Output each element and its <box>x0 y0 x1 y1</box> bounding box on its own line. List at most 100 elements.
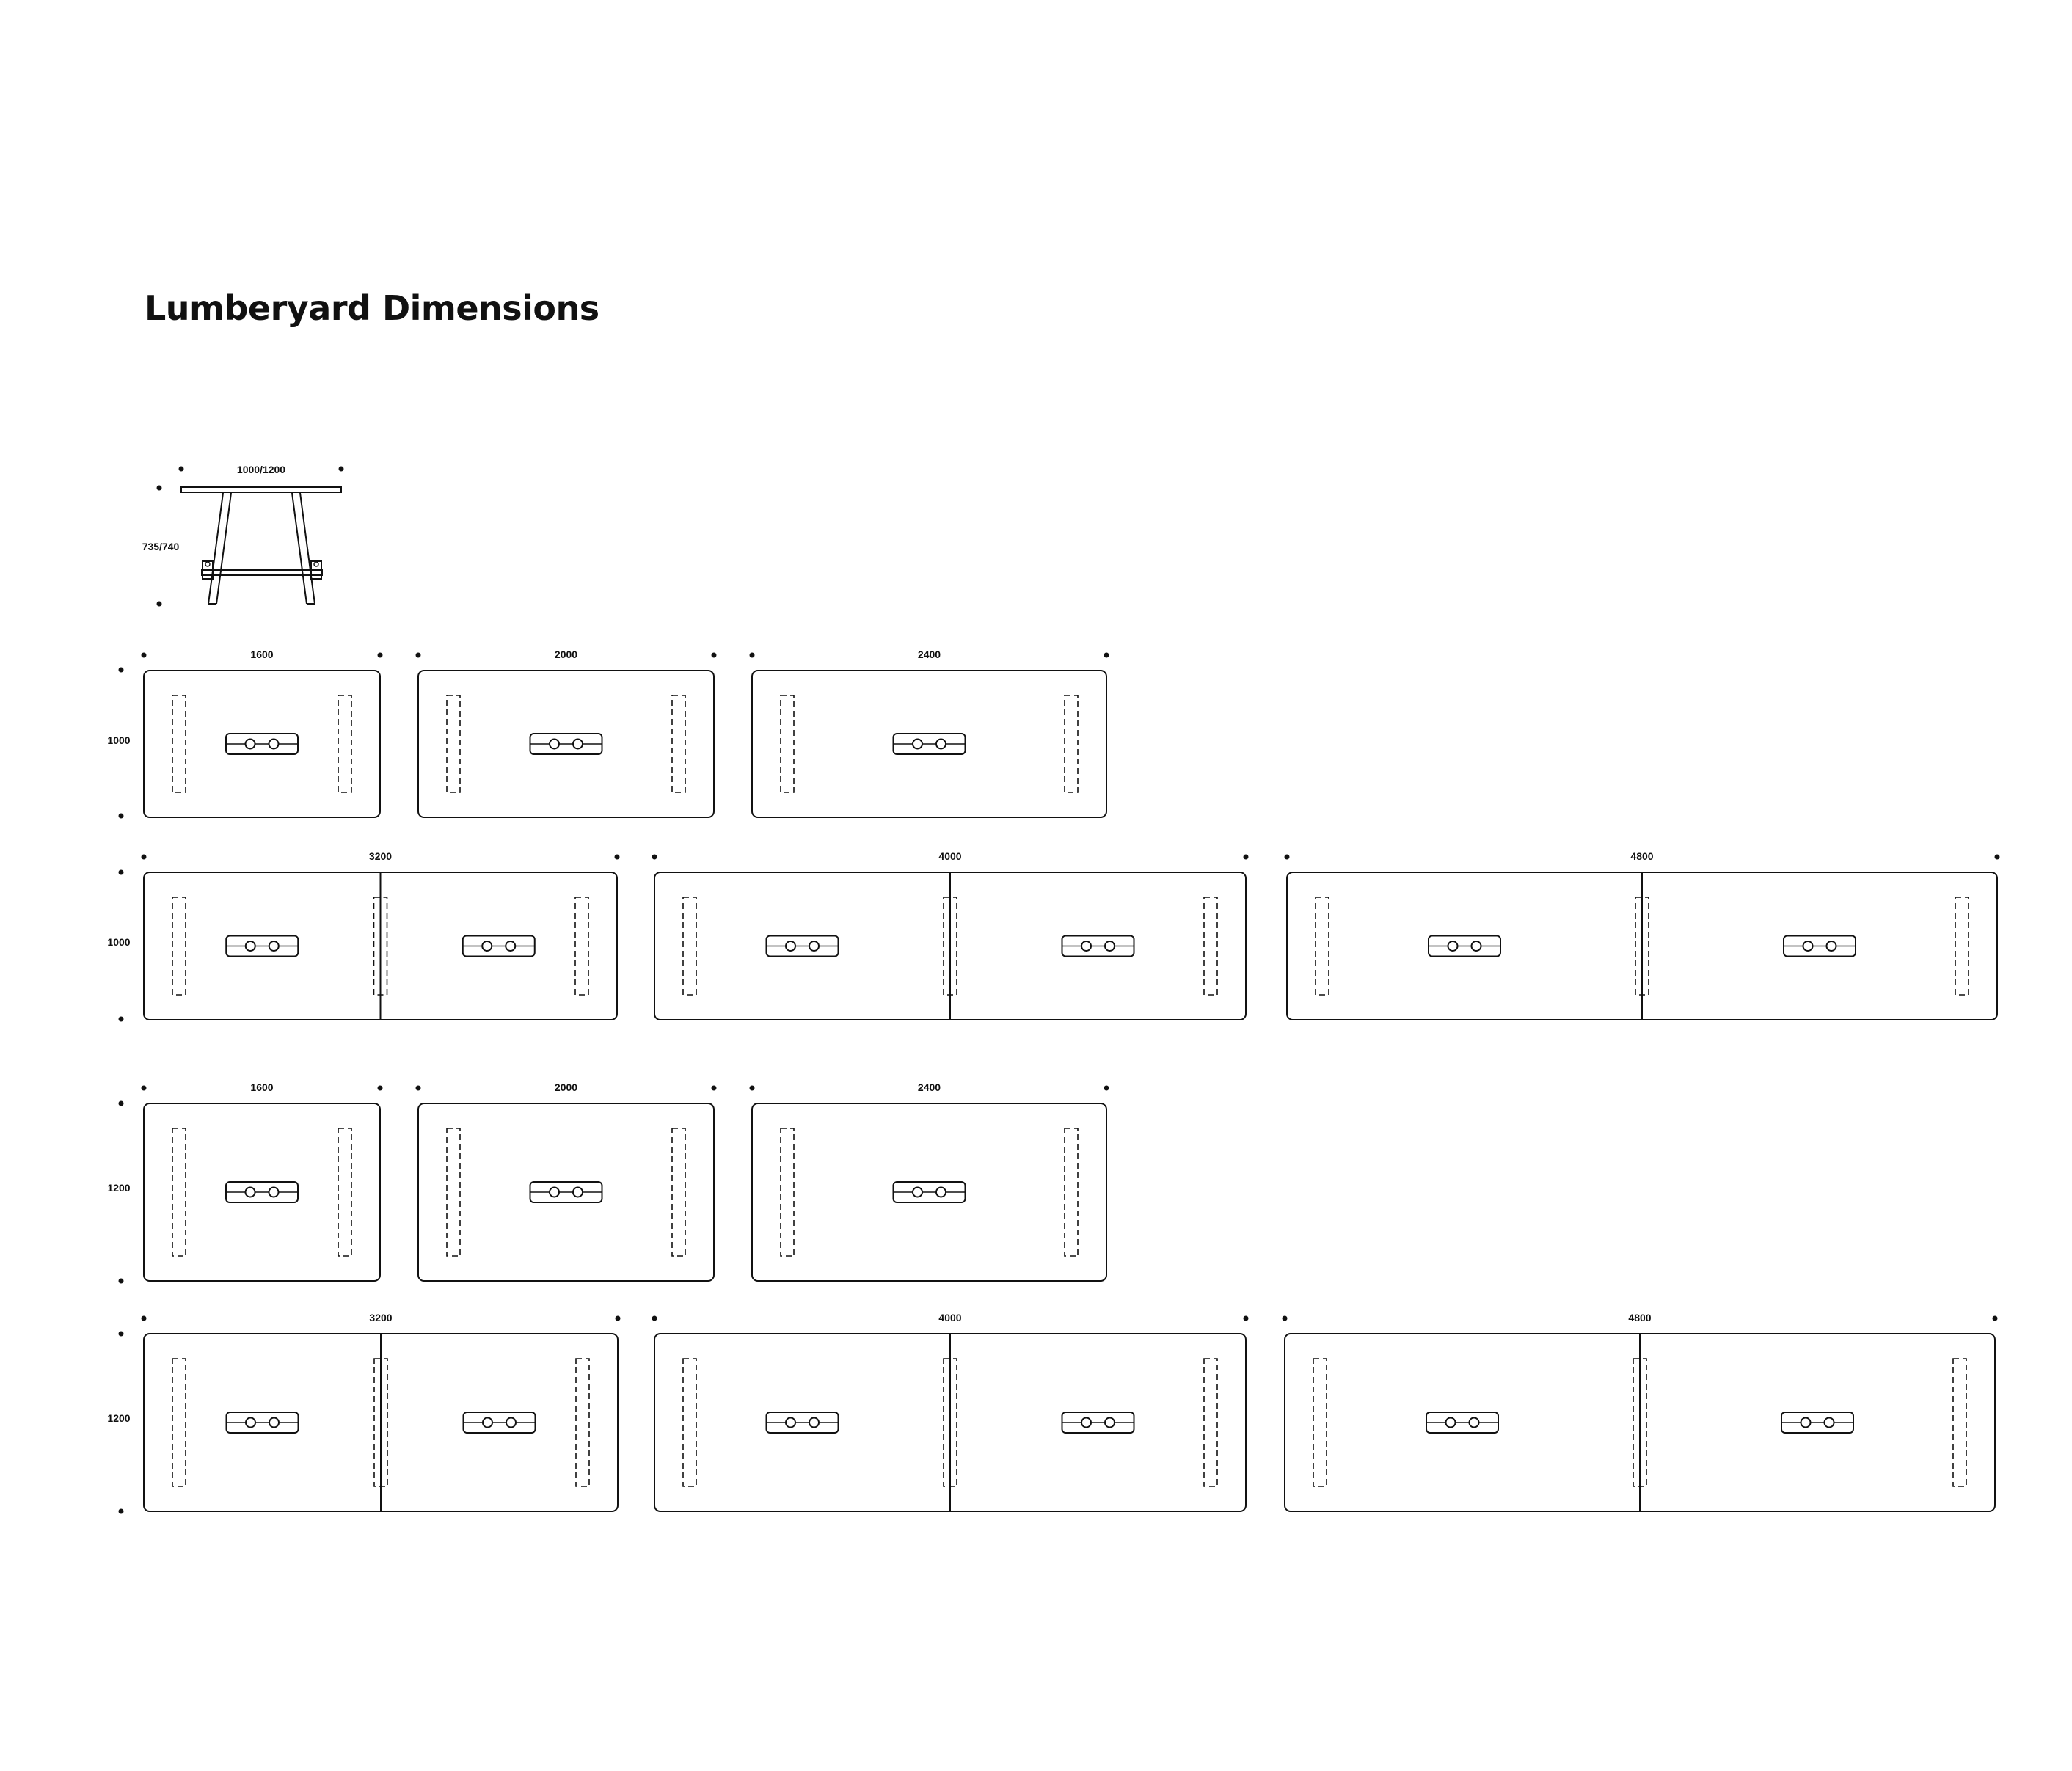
dimension-dot <box>156 485 162 491</box>
dimension-dot <box>1284 854 1290 860</box>
table-plan: 2000 <box>415 1081 717 1282</box>
leg-outline <box>338 1128 352 1257</box>
leg-outline <box>172 1358 186 1487</box>
tabletop-outline <box>143 670 381 818</box>
leg-outline <box>373 1358 388 1487</box>
leg-outline <box>671 1128 686 1257</box>
table-plan: 1600 <box>141 1081 383 1282</box>
cable-port <box>268 941 280 952</box>
leg-outline <box>943 1358 957 1487</box>
dimension-dot <box>652 1315 657 1321</box>
cable-port <box>1825 941 1837 952</box>
cable-port <box>1104 1417 1115 1428</box>
length-label: 2000 <box>555 1081 577 1093</box>
leg-outline <box>1315 897 1329 996</box>
dimension-dot <box>377 652 383 658</box>
dimension-dot <box>141 854 147 860</box>
length-label: 1600 <box>250 1081 273 1093</box>
table-plan: 3200 <box>141 850 620 1020</box>
cable-port <box>268 1186 280 1198</box>
dimension-dot <box>118 813 124 819</box>
dimension-dot <box>1992 1315 1998 1321</box>
dimension-dot <box>1104 1085 1109 1091</box>
tabletop <box>180 486 342 493</box>
leg-outline <box>172 695 186 793</box>
tabletop-outline <box>751 1103 1107 1282</box>
dimension-dot <box>415 652 421 658</box>
dimension-dot <box>614 854 620 860</box>
cable-port <box>1468 1417 1480 1428</box>
leg-outline <box>1203 897 1218 996</box>
dimension-dot <box>1994 854 2000 860</box>
cable-port <box>482 1417 493 1428</box>
cable-port <box>1081 1417 1092 1428</box>
leg-outline <box>1064 1128 1079 1257</box>
cable-port <box>1081 941 1092 952</box>
tabletop-outline <box>417 670 715 818</box>
dimension-dot <box>652 854 657 860</box>
cable-port <box>572 1186 583 1198</box>
leg-outline <box>1635 897 1649 996</box>
table-plan: 2400 <box>749 649 1109 818</box>
leg-outline <box>446 1128 461 1257</box>
table-plan: 2000 <box>415 649 717 818</box>
cable-port <box>912 1186 923 1198</box>
dimension-dot <box>1243 854 1249 860</box>
dimension-dot <box>118 667 124 673</box>
depth-label: 1000 <box>107 734 130 746</box>
cable-port <box>785 941 796 952</box>
dimension-dot <box>1243 1315 1249 1321</box>
dimension-dot <box>118 1016 124 1022</box>
cable-port <box>549 1186 560 1198</box>
leg-outline <box>682 897 697 996</box>
dimension-dot <box>118 1508 124 1514</box>
foot-block <box>310 560 322 580</box>
dimension-dot <box>178 466 184 472</box>
leg-outline <box>446 695 461 793</box>
cable-port <box>244 941 256 952</box>
cable-port <box>785 1417 796 1428</box>
dimension-dot <box>415 1085 421 1091</box>
leg-outline <box>172 1128 186 1257</box>
dimension-dot <box>1104 652 1109 658</box>
dimension-dot <box>749 652 755 658</box>
cable-port <box>481 941 493 952</box>
foot-block <box>202 560 214 580</box>
leg-outline <box>574 897 589 996</box>
depth-label: 1000 <box>107 936 130 948</box>
cable-port <box>268 738 280 750</box>
cable-port <box>912 738 923 750</box>
table-plan: 3200 <box>141 1312 621 1512</box>
leg-outline <box>682 1358 697 1487</box>
cable-port <box>809 941 820 952</box>
cable-port <box>935 1186 946 1198</box>
cable-port <box>935 738 946 750</box>
leg-outline <box>373 897 388 996</box>
dimension-dot <box>1282 1315 1288 1321</box>
cable-port <box>269 1417 280 1428</box>
cable-port <box>1447 941 1459 952</box>
cable-port <box>244 738 256 750</box>
tabletop-outline <box>417 1103 715 1282</box>
cable-port <box>244 1186 256 1198</box>
tabletop-outline <box>751 670 1107 818</box>
table-plan: 1600 <box>141 649 383 818</box>
leg-outline <box>338 695 352 793</box>
dimension-dot <box>118 1100 124 1106</box>
cable-port <box>1800 1417 1812 1428</box>
table-plan: 4800 <box>1284 850 2000 1020</box>
leg-outline <box>671 695 686 793</box>
leg-outline <box>1313 1358 1327 1487</box>
dimension-dot <box>749 1085 755 1091</box>
length-label: 2000 <box>555 649 577 660</box>
depth-label: 1200 <box>107 1182 130 1194</box>
dimension-dot <box>377 1085 383 1091</box>
dimension-dot <box>338 466 344 472</box>
table-elevation-drawing <box>180 486 342 605</box>
leg-outline <box>1633 1358 1647 1487</box>
dimension-dot <box>711 652 717 658</box>
